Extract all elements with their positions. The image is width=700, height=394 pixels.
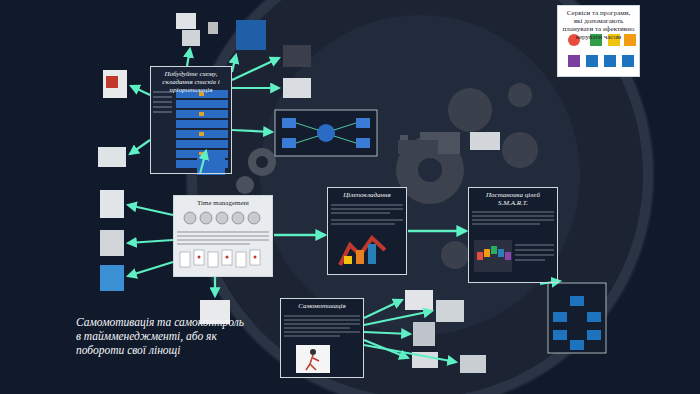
box-heading: Побудуйте схему, складання списків і прі… [151, 67, 231, 94]
body-text-lines [177, 232, 269, 244]
smart-box: Постановка цілей S.M.A.R.T. [468, 187, 558, 283]
body-text-lines [472, 212, 554, 260]
image-panel [173, 195, 273, 277]
body-text-lines [153, 92, 172, 112]
services-box: Сервіси та програми, які допомагають пла… [557, 5, 640, 77]
box-fill [468, 187, 558, 283]
smart-blocks [474, 240, 512, 272]
goal-box [548, 283, 606, 353]
body-text-lines [331, 205, 403, 224]
runner-figure [310, 349, 316, 355]
box-fill [150, 66, 232, 174]
goal-setting-box: Цілепокладання [327, 187, 407, 275]
table-icons [199, 92, 204, 156]
leader-arrows [128, 49, 560, 362]
icon-box [275, 110, 377, 156]
hub-items [282, 118, 370, 148]
clock-inner [260, 15, 580, 335]
image-heading: Time management [174, 196, 272, 207]
goal-blocks [553, 296, 601, 350]
box-heading: Постановка цілей S.M.A.R.T. [469, 188, 557, 207]
stairs-figure [340, 238, 385, 265]
cards [180, 250, 260, 267]
box-heading: Сервіси та програми, які допомагають пла… [558, 6, 639, 41]
image-box: Time management [173, 195, 273, 277]
list-box: Побудуйте схему, складання списків і прі… [150, 66, 232, 174]
hub-lines [296, 123, 356, 143]
services-panel [557, 5, 640, 77]
card-marks [198, 256, 257, 259]
diagram-title: Самомотивація та самоконтроль в тайммене… [76, 316, 248, 357]
box-fill [327, 187, 407, 275]
connector-arrow [408, 230, 466, 232]
clocks [184, 212, 260, 224]
body-text-lines [284, 316, 360, 336]
self-motivation-box: Самомотивація [280, 298, 364, 378]
box-heading: Самомотивація [281, 299, 363, 310]
hub-icon [317, 124, 335, 142]
connector-arrow [274, 234, 325, 236]
box-heading: Цілепокладання [328, 188, 406, 199]
runner-image [296, 345, 330, 373]
box-fill [280, 298, 364, 378]
runner-figure [306, 355, 319, 370]
